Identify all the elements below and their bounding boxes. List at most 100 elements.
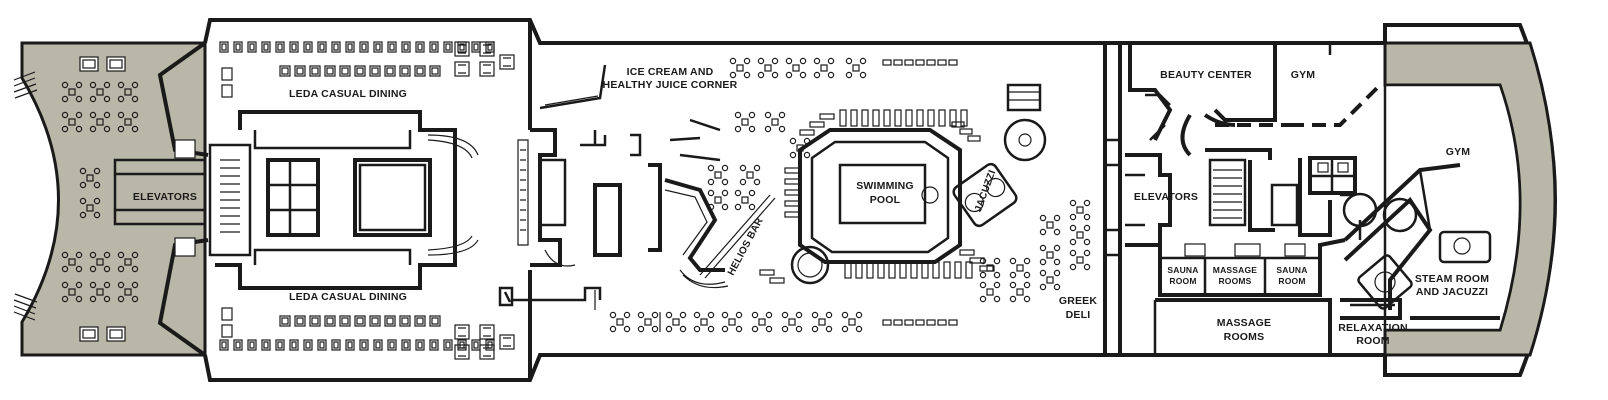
sunbed (784, 167, 801, 174)
dining-table (485, 339, 495, 351)
dining-table (429, 41, 439, 53)
table (741, 118, 749, 126)
table-with-chairs (1009, 257, 1031, 279)
sunbed (882, 319, 892, 326)
chair (859, 57, 867, 65)
table-inner (403, 43, 409, 51)
chair (89, 251, 97, 259)
table-inner (221, 341, 227, 349)
dining-table (339, 315, 351, 327)
chair (117, 125, 125, 133)
pool-deck-outline (798, 128, 962, 264)
booth-frame (479, 61, 495, 77)
table (818, 318, 826, 326)
table-with-chairs (117, 111, 139, 133)
dining-table (294, 65, 306, 77)
dining-table (279, 315, 291, 327)
chair (1023, 257, 1031, 265)
chair (609, 325, 617, 333)
dining-table (457, 339, 467, 351)
table-with-chairs (789, 137, 811, 159)
chair (778, 111, 786, 119)
chair (813, 71, 821, 79)
dining-table (414, 315, 426, 327)
table-inner (473, 43, 479, 51)
table-top (399, 315, 411, 327)
chair (89, 95, 97, 103)
chair (89, 265, 97, 273)
chair (778, 125, 786, 133)
sunbed (969, 257, 985, 264)
label-leda-dining-bottom: LEDA CASUAL DINING (289, 291, 407, 303)
chair (117, 265, 125, 273)
sunbed (926, 59, 936, 66)
dining-table (471, 339, 481, 351)
table (764, 64, 772, 72)
sunbed (949, 109, 957, 127)
label-massage-rooms-big-line1: MASSAGE (1217, 317, 1272, 329)
chair (1023, 281, 1031, 289)
chair (825, 325, 833, 333)
dining-table (275, 339, 285, 351)
chair (131, 251, 139, 259)
chair (855, 325, 863, 333)
chair (1009, 257, 1017, 265)
table (86, 174, 94, 182)
chair (707, 311, 715, 319)
table-top (399, 65, 411, 77)
sunbed (927, 109, 935, 127)
table (124, 288, 132, 296)
chair (679, 311, 687, 319)
table-inner (386, 317, 394, 325)
chair (1039, 283, 1047, 291)
chair (1083, 249, 1091, 257)
dining-table (387, 41, 397, 53)
chair (993, 257, 1001, 265)
table-with-chairs (979, 257, 1001, 279)
table-inner (326, 317, 334, 325)
table-top (354, 315, 366, 327)
table-inner (416, 67, 424, 75)
dining-table (275, 41, 285, 53)
table (86, 204, 94, 212)
table (124, 118, 132, 126)
booth-seat (458, 44, 466, 54)
booth-frame (454, 61, 470, 77)
chair (1039, 269, 1047, 277)
table-inner (341, 317, 349, 325)
dining-table (289, 339, 299, 351)
chair (734, 125, 742, 133)
chair (93, 197, 101, 205)
greek-deli-structure (498, 286, 661, 332)
chair (75, 125, 83, 133)
table-top (303, 339, 313, 351)
table (736, 64, 744, 72)
table-top (401, 41, 411, 53)
table-top (359, 339, 369, 351)
chair (665, 311, 673, 319)
chair (75, 295, 83, 303)
sunbed (915, 59, 925, 66)
sunbed (948, 59, 958, 66)
chair (771, 71, 779, 79)
sunbed (855, 261, 863, 279)
table-with-chairs (1039, 214, 1061, 236)
table-top (233, 339, 243, 351)
table (741, 196, 749, 204)
sunbed (893, 59, 903, 66)
chair (721, 311, 729, 319)
chair (1069, 213, 1077, 221)
chair (75, 281, 83, 289)
chair (743, 57, 751, 65)
table-with-chairs (117, 81, 139, 103)
table (788, 318, 796, 326)
table-top (339, 65, 351, 77)
table-inner (375, 43, 381, 51)
table-top (275, 41, 285, 53)
table-with-chairs (61, 81, 83, 103)
sunbed (784, 178, 801, 185)
pool-area-tables (609, 57, 1091, 333)
booth-seat (503, 337, 511, 347)
label-gym-1: GYM (1291, 69, 1316, 81)
table (644, 318, 652, 326)
